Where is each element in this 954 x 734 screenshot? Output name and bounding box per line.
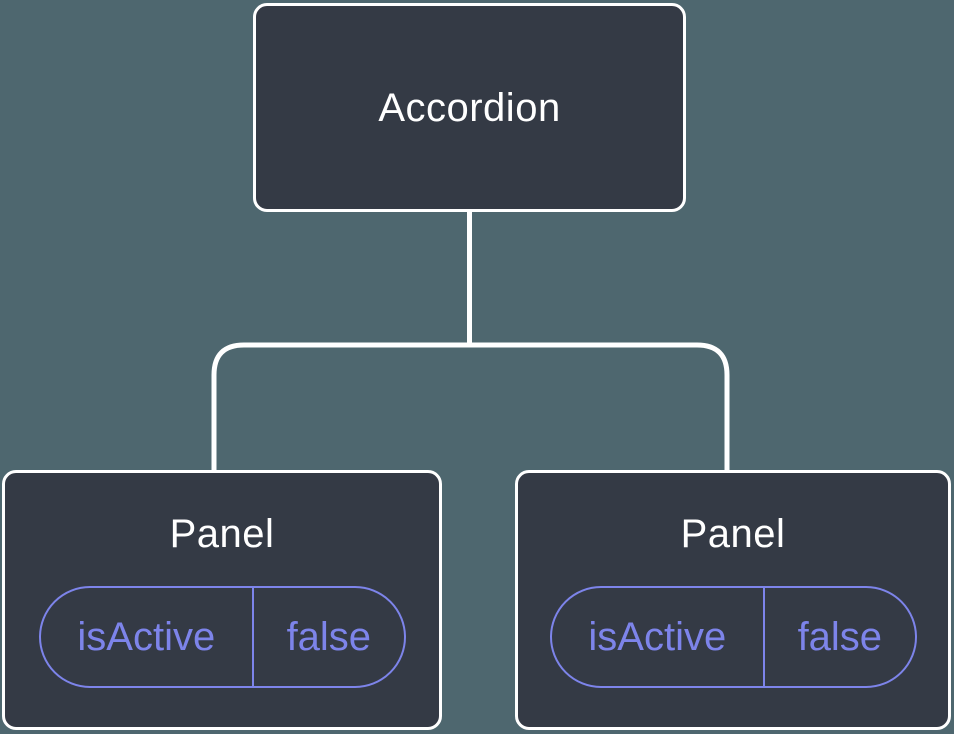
panel-node-right: Panel isActive false (515, 470, 951, 730)
panel-node-left: Panel isActive false (2, 470, 442, 730)
branch-bracket-line (211, 342, 730, 472)
state-prop-pill: isActive false (549, 586, 917, 688)
prop-name: isActive (41, 588, 255, 686)
node-title: Accordion (378, 85, 561, 130)
node-title: Panel (169, 512, 275, 556)
node-title: Panel (680, 512, 786, 556)
state-prop-pill: isActive false (38, 586, 406, 688)
accordion-node: Accordion (253, 3, 686, 212)
prop-value: false (797, 614, 883, 659)
prop-name: isActive (552, 588, 766, 686)
prop-value: false (286, 614, 372, 659)
